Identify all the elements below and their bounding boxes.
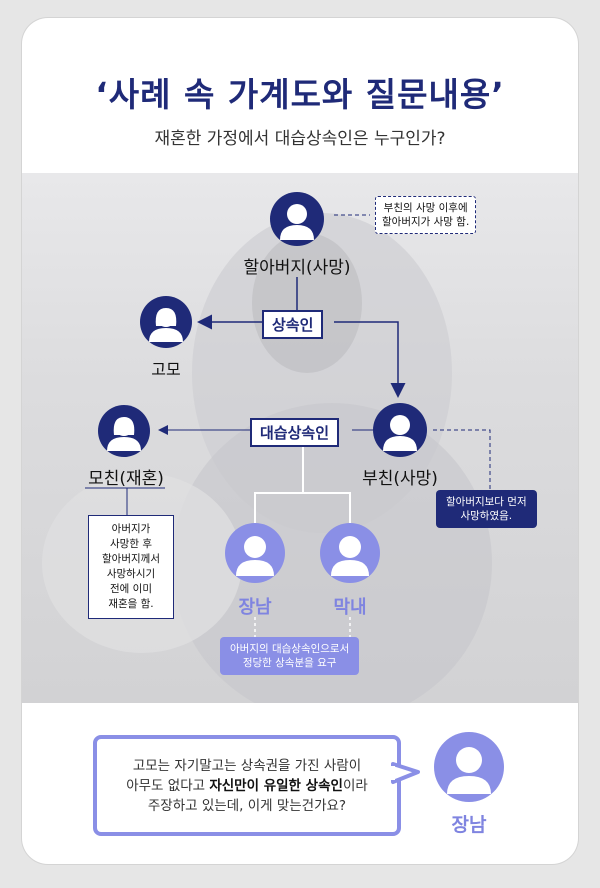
mother-avatar-icon <box>98 405 150 457</box>
grandfather-avatar-icon <box>270 192 324 246</box>
aunt-label: 고모 <box>151 360 181 379</box>
father-label: 부친(사망) <box>362 469 438 489</box>
youngest-avatar-icon <box>320 523 380 583</box>
mother-label: 모친(재혼) <box>88 469 164 489</box>
eldest-son-avatar-icon <box>225 523 285 583</box>
father-note: 할아버지보다 먼저 사망하였음. <box>436 490 537 528</box>
representative-heir-tag: 대습상속인 <box>250 418 340 447</box>
father-avatar-icon <box>373 403 427 457</box>
bubble-line-1: 고모는 자기말고는 상속권을 가진 사람이 <box>132 757 362 774</box>
aunt-avatar-icon <box>140 296 192 348</box>
speaker-label: 장남 <box>451 814 487 836</box>
bubble-line-3: 주장하고 있는데, 이게 맞는건가요? <box>147 797 347 814</box>
page-title: ‘사례 속 가계도와 질문내용’ <box>95 75 505 114</box>
grandfather-label: 할아버지(사망) <box>243 258 351 278</box>
mother-note: 아버지가 사망한 후 할아버지께서 사망하시기 전에 이미 재혼을 함. <box>88 515 174 619</box>
heir-tag: 상속인 <box>262 310 324 339</box>
children-note: 아버지의 대습상속인으로서 정당한 상속분을 요구 <box>220 637 360 675</box>
eldest-son-label: 장남 <box>238 597 272 618</box>
grandfather-note: 부친의 사망 이후에 할아버지가 사망 함. <box>375 196 477 234</box>
page-subtitle: 재혼한 가정에서 대습상속인은 누구인가? <box>154 129 446 149</box>
youngest-label: 막내 <box>333 597 367 618</box>
speech-bubble: 고모는 자기말고는 상속권을 가진 사람이 아무도 없다고 자신만이 유일한 상… <box>93 735 401 836</box>
bubble-line-2: 아무도 없다고 자신만이 유일한 상속인이라 <box>126 777 368 794</box>
speaker-avatar-icon <box>434 732 504 802</box>
